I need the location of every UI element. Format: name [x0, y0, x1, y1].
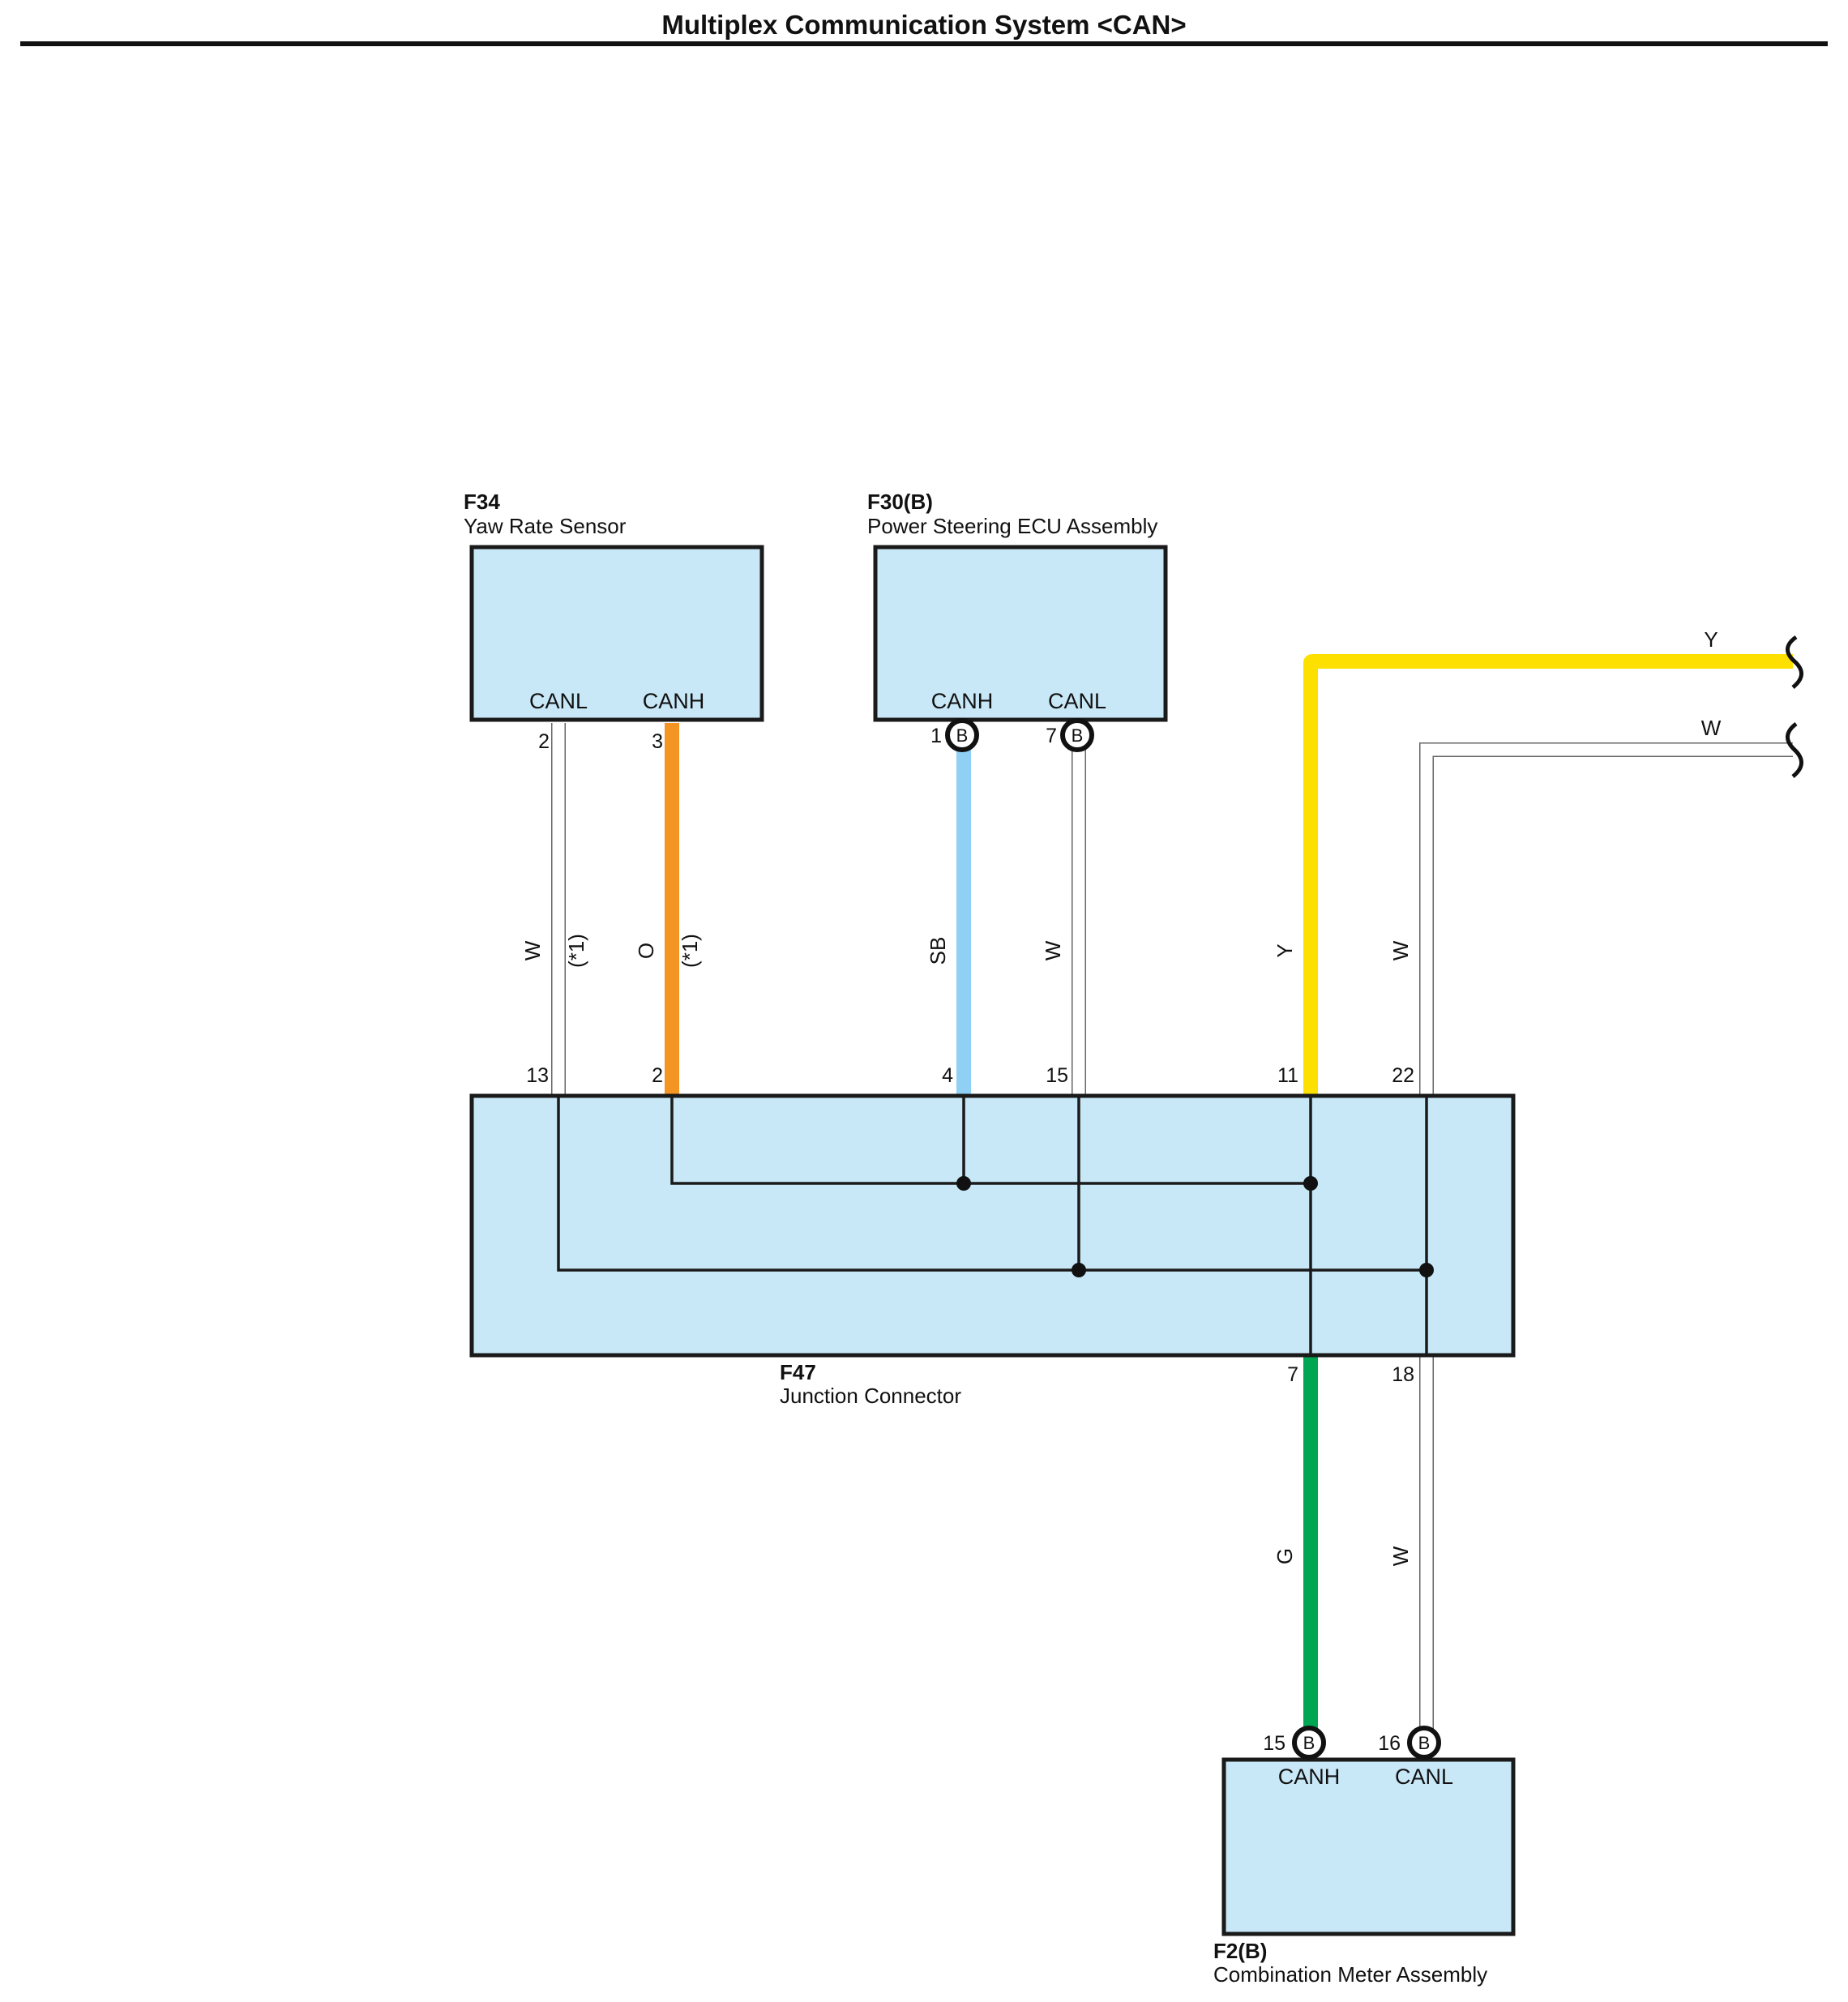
page-title: Multiplex Communication System <CAN> — [661, 10, 1186, 40]
wire-break-mark-w — [1786, 722, 1803, 778]
connector-mark-f2-15: B — [1292, 1726, 1326, 1760]
terminal-label-f34-canh: CANH — [643, 689, 705, 713]
svg-text:B: B — [1418, 1733, 1431, 1753]
wire-color-label-y-vertical: Y — [1273, 943, 1297, 957]
component-code-f2: F2(B) — [1213, 1939, 1267, 1963]
pin-number-f34-3: 3 — [652, 730, 663, 753]
component-code-f30: F30(B) — [867, 490, 933, 514]
connector-mark-f30-7: B — [1060, 718, 1094, 752]
pin-number-f47-18: 18 — [1392, 1363, 1414, 1386]
wire-color-label-f30-canh: SB — [926, 937, 950, 965]
component-box-f47 — [469, 1093, 1516, 1358]
wire-color-label-y-horizontal: Y — [1704, 627, 1718, 652]
component-box-f30 — [873, 545, 1168, 722]
component-name-f47: Junction Connector — [780, 1384, 961, 1408]
terminal-label-f30-canh: CANH — [931, 689, 994, 713]
terminal-label-f34-canl: CANL — [529, 689, 588, 713]
component-box-f34 — [469, 545, 764, 722]
pin-number-f47-22: 22 — [1392, 1064, 1414, 1087]
pin-number-f47-11: 11 — [1277, 1064, 1298, 1087]
splice-dot — [1419, 1263, 1434, 1277]
component-name-f30: Power Steering ECU Assembly — [867, 514, 1157, 538]
wire-color-label-f34-canl: W — [520, 940, 545, 960]
svg-text:B: B — [1072, 725, 1084, 746]
svg-text:B: B — [1303, 1733, 1315, 1753]
wire-w-out — [1419, 742, 1793, 1096]
splice-dot — [1303, 1176, 1318, 1191]
pin-number-f47-15: 15 — [1046, 1064, 1068, 1087]
pin-number-f47-2: 2 — [652, 1064, 663, 1087]
component-name-f34: Yaw Rate Sensor — [464, 514, 627, 538]
component-box-f2 — [1221, 1757, 1516, 1936]
terminal-label-f30-canl: CANL — [1048, 689, 1106, 713]
wire-break-mark-y — [1786, 635, 1803, 689]
wire-color-label-meter-canl: W — [1388, 1546, 1413, 1566]
terminal-label-f2-canh: CANH — [1278, 1765, 1341, 1789]
pin-number-f2-16: 16 — [1378, 1732, 1401, 1755]
wire-y-out — [1303, 654, 1793, 1096]
pin-number-f2-15: 15 — [1263, 1732, 1285, 1755]
svg-text:B: B — [956, 725, 969, 746]
wire-color-label-w-horizontal: W — [1701, 716, 1722, 740]
connector-mark-f30-1: B — [945, 718, 979, 752]
pin-number-f30-1: 1 — [930, 725, 942, 747]
wire-note-f34-canh: (*1) — [678, 934, 702, 968]
pin-number-f47-4: 4 — [942, 1064, 953, 1087]
splice-dot — [956, 1176, 971, 1191]
pin-number-f47-7: 7 — [1287, 1363, 1298, 1386]
component-code-f34: F34 — [464, 490, 500, 514]
splice-dot — [1072, 1263, 1086, 1277]
wire-note-f34-canl: (*1) — [564, 934, 588, 968]
junction-internal-wiring — [557, 1096, 1434, 1355]
component-name-f2: Combination Meter Assembly — [1213, 1962, 1487, 1987]
wire-color-label-meter-canh: G — [1273, 1548, 1297, 1564]
wire-color-label-w-vertical: W — [1388, 940, 1413, 960]
pin-number-f34-2: 2 — [538, 730, 550, 753]
wire-color-label-f34-canh: O — [634, 943, 658, 959]
terminal-label-f2-canl: CANL — [1395, 1765, 1453, 1789]
component-code-f47: F47 — [780, 1360, 816, 1384]
pin-number-f30-7: 7 — [1046, 725, 1057, 747]
connector-mark-f2-16: B — [1407, 1726, 1441, 1760]
wire-color-label-f30-canl: W — [1041, 940, 1065, 960]
pin-number-f47-13: 13 — [526, 1064, 549, 1087]
